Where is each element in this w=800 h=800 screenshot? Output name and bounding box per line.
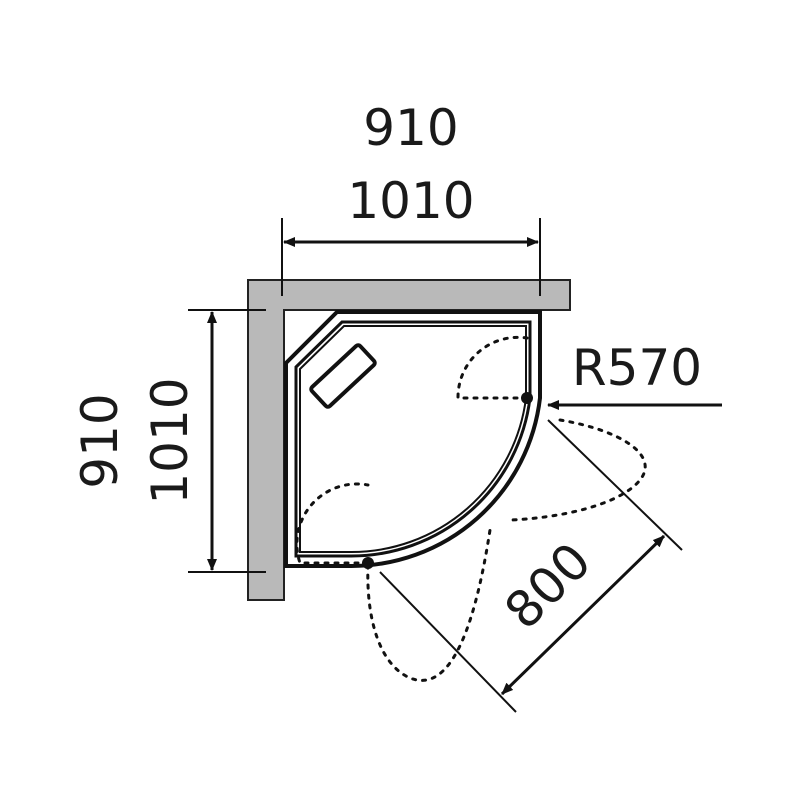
hinge-point-bottom bbox=[362, 557, 374, 569]
wall-top bbox=[247, 279, 571, 601]
top-dimension-large-label: 1010 bbox=[347, 172, 474, 230]
door-dimension-label: 800 bbox=[494, 532, 602, 640]
top-dimension-small-label: 910 bbox=[363, 99, 458, 157]
door-dimension-extension-right bbox=[547, 419, 683, 551]
drain bbox=[309, 343, 377, 409]
tray-inner-outline bbox=[294, 320, 532, 558]
door-dimension-extension-left bbox=[379, 571, 517, 713]
tray-innermost-outline bbox=[299, 325, 527, 554]
door-dimension-line bbox=[500, 534, 666, 696]
door-swing-right-leaf bbox=[508, 418, 647, 522]
left-dimension-large-label: 1010 bbox=[141, 377, 199, 504]
door-swing-bottom-fixed-panel bbox=[295, 482, 370, 565]
hinge-point-right bbox=[521, 392, 533, 404]
door-swing-right-fixed-panel bbox=[456, 335, 529, 400]
radius-label: R570 bbox=[572, 339, 702, 397]
tray-outer-outline bbox=[284, 310, 542, 569]
door-swing-left-leaf bbox=[366, 528, 492, 682]
left-dimension-small-label: 910 bbox=[71, 393, 129, 488]
